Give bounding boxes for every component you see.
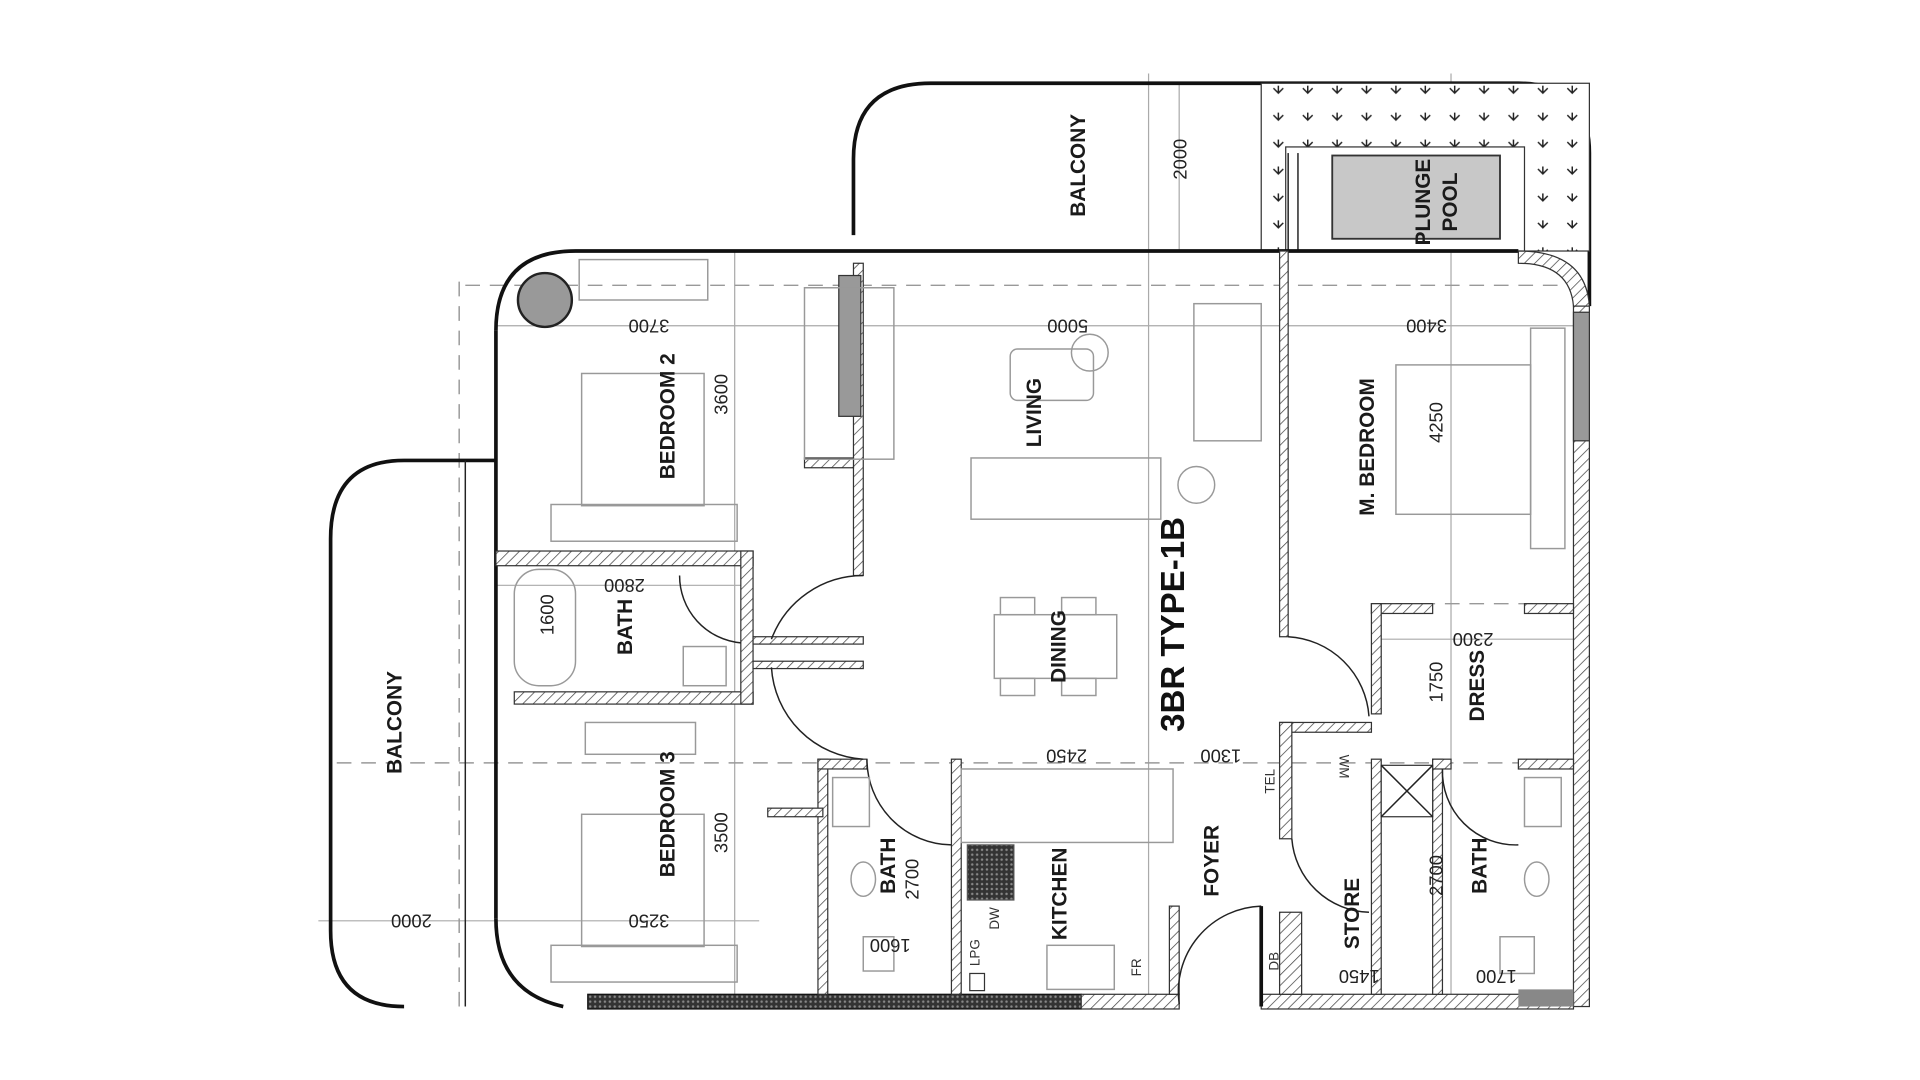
label-balcony-left: BALCONY <box>384 671 407 774</box>
label-plunge-pool-2: POOL <box>1439 172 1462 231</box>
label-fr: FR <box>1129 958 1144 976</box>
dim-store-width: 1450 <box>1339 966 1380 987</box>
label-foyer: FOYER <box>1200 825 1223 897</box>
dim-bath-mid-width: 1600 <box>870 935 911 956</box>
dim-bath-left-width: 2800 <box>604 575 645 596</box>
interior-walls <box>495 250 1575 995</box>
label-bedroom-3: BEDROOM 3 <box>657 751 680 877</box>
label-store: STORE <box>1341 878 1364 949</box>
column-round <box>516 271 574 329</box>
label-db: DB <box>1266 952 1281 971</box>
unit-type-title: 3BR TYPE-1B <box>1155 517 1192 732</box>
dimension-labels: 2000 3700 5000 3400 3600 4250 2800 1600 … <box>391 139 1517 987</box>
outer-walls <box>494 249 1591 1010</box>
label-wm: WM <box>1337 755 1352 779</box>
doors <box>678 574 1519 1007</box>
dim-bedroom3-depth: 3500 <box>710 812 731 853</box>
label-living: LIVING <box>1023 378 1046 447</box>
label-dw: DW <box>987 907 1002 930</box>
dim-bath-right-width: 1700 <box>1476 966 1517 987</box>
label-tel: TEL <box>1263 768 1278 793</box>
room-labels: BALCONY PLUNGE POOL BEDROOM 2 LIVING M. … <box>384 114 1492 949</box>
dim-balcony-left: 2000 <box>391 911 432 932</box>
dim-bath-mid-depth: 2700 <box>901 859 922 900</box>
dim-bath-right-depth: 2700 <box>1425 855 1446 896</box>
label-bath-right: BATH <box>1469 838 1492 894</box>
left-balcony <box>328 458 496 1009</box>
label-bath-left: BATH <box>614 599 637 655</box>
dim-bedroom2-width: 3700 <box>629 316 670 337</box>
furniture <box>513 258 1566 992</box>
dim-master-depth: 4250 <box>1425 402 1446 443</box>
dim-bedroom3-width: 3250 <box>629 911 670 932</box>
dim-balcony-top: 2000 <box>1170 139 1191 180</box>
label-master-bedroom: M. BEDROOM <box>1356 378 1379 516</box>
fixture-labels: TEL WM DW FR DB LPG <box>968 755 1352 977</box>
dim-bedroom2-depth: 3600 <box>710 374 731 415</box>
dim-foyer-width: 1300 <box>1200 745 1241 766</box>
top-balcony <box>851 81 1592 307</box>
label-kitchen: KITCHEN <box>1049 848 1072 940</box>
label-dining: DINING <box>1047 610 1070 683</box>
dim-master-width: 3400 <box>1406 316 1447 337</box>
dim-kitchen-width: 2450 <box>1046 745 1087 766</box>
dim-dress-width: 2300 <box>1453 629 1494 650</box>
label-bath-mid: BATH <box>877 838 900 894</box>
dim-dress-depth: 1750 <box>1425 662 1446 703</box>
dim-bath-left-depth: 1600 <box>536 594 557 635</box>
label-lpg: LPG <box>968 939 983 966</box>
label-plunge-pool-1: PLUNGE <box>1412 159 1435 246</box>
label-bedroom-2: BEDROOM 2 <box>657 353 680 479</box>
label-balcony-top: BALCONY <box>1067 114 1090 217</box>
plunge-pool <box>1331 154 1501 240</box>
dim-living-width: 5000 <box>1047 316 1088 337</box>
label-dress: DRESS <box>1466 650 1489 722</box>
